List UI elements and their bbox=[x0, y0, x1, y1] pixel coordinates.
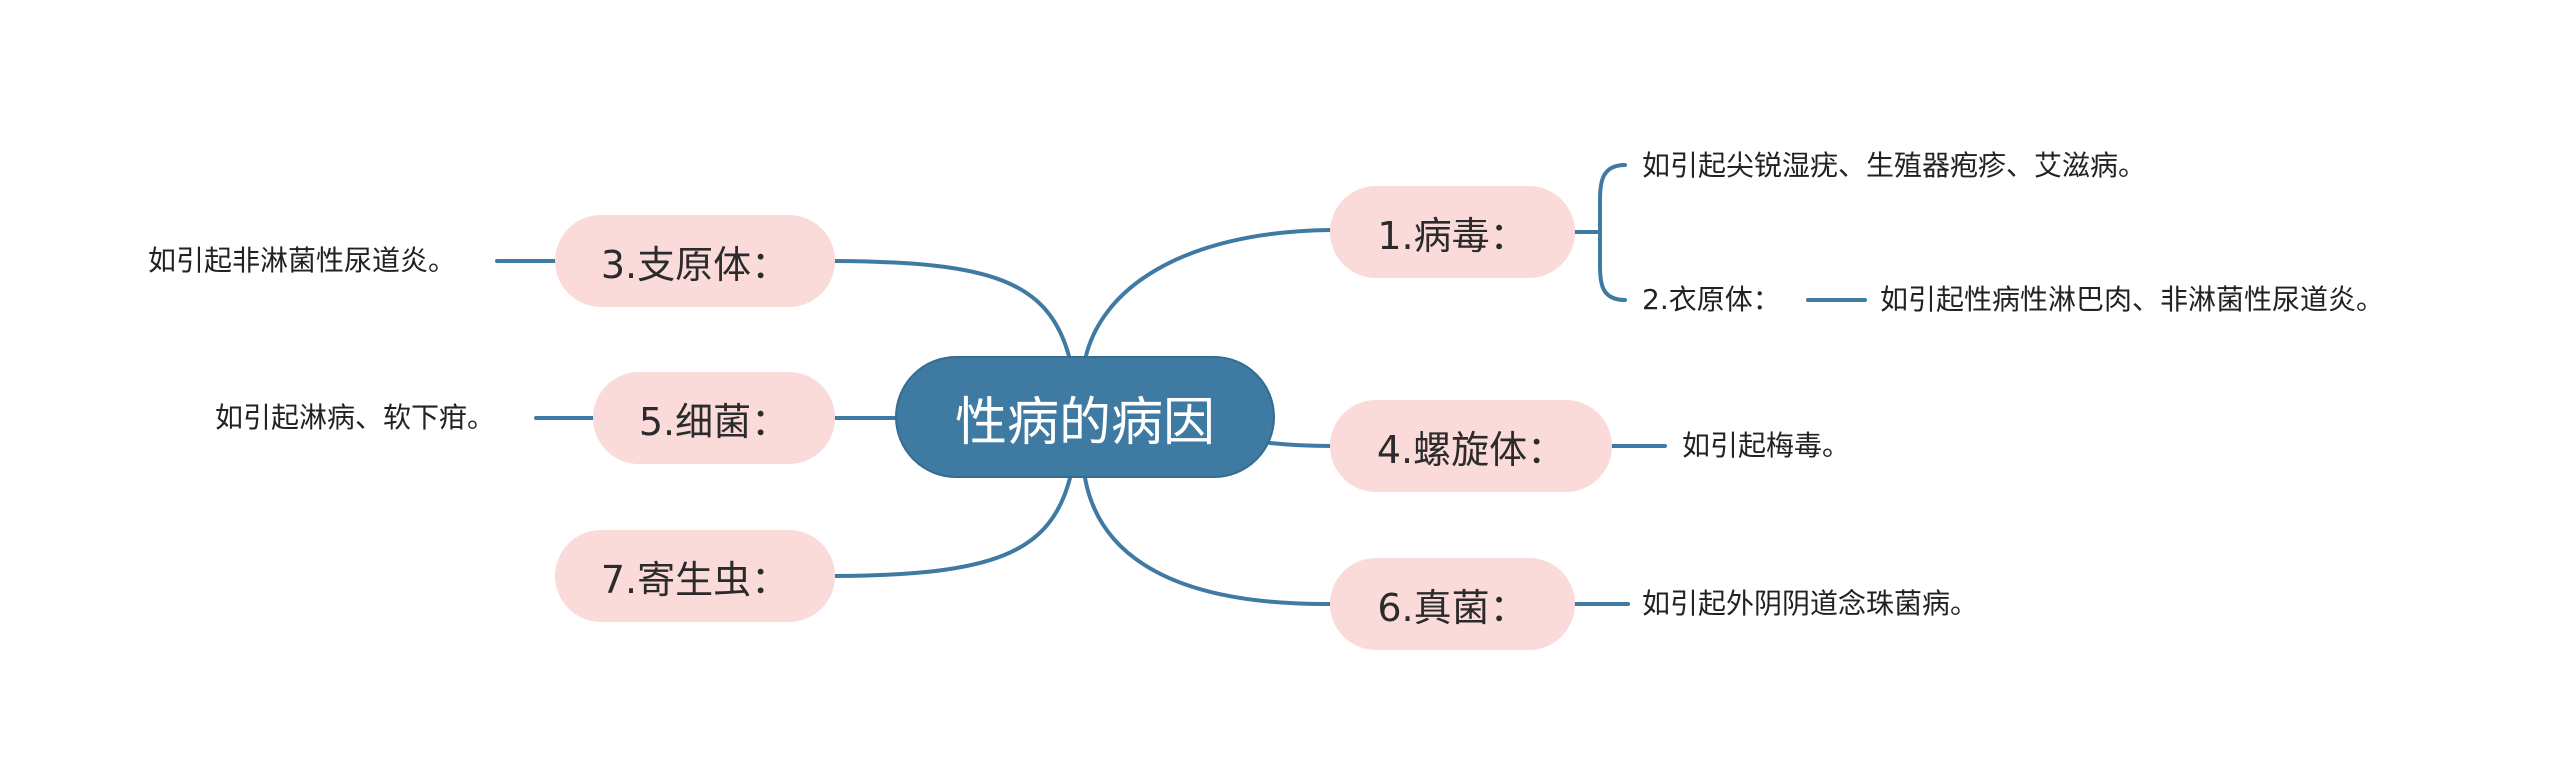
mycoplasma-note: 如引起非淋菌性尿道炎。 bbox=[148, 244, 457, 277]
spirochete-note: 如引起梅毒。 bbox=[1682, 429, 1851, 462]
virus-bracket bbox=[1598, 163, 1627, 302]
connector-parasite bbox=[833, 476, 1072, 578]
connector-fungus bbox=[1083, 476, 1332, 607]
center-node[interactable]: 性病的病因 bbox=[895, 356, 1275, 478]
branch-bacteria[interactable]: 5.细菌： bbox=[593, 372, 835, 464]
connector-spirochete bbox=[1268, 441, 1332, 448]
branch-mycoplasma[interactable]: 3.支原体： bbox=[555, 215, 835, 307]
branch-fungus[interactable]: 6.真菌： bbox=[1330, 558, 1575, 650]
branch-mycoplasma-label: 3.支原体： bbox=[600, 242, 790, 287]
virus-note: 如引起尖锐湿疣、生殖器疱疹、艾滋病。 bbox=[1642, 149, 2147, 182]
branch-parasite-label: 7.寄生虫： bbox=[600, 557, 790, 602]
branch-spirochete-label: 4.螺旋体： bbox=[1376, 427, 1566, 472]
branch-bacteria-label: 5.细菌： bbox=[638, 399, 790, 444]
branch-virus-label: 1.病毒： bbox=[1377, 213, 1528, 258]
chlamydia-note: 如引起性病性淋巴肉、非淋菌性尿道炎。 bbox=[1880, 283, 2385, 316]
fungus-note: 如引起外阴阴道念珠菌病。 bbox=[1642, 587, 1979, 620]
branch-fungus-label: 6.真菌： bbox=[1377, 585, 1528, 630]
chlamydia-label: 2.衣原体： bbox=[1642, 283, 1781, 316]
branch-spirochete[interactable]: 4.螺旋体： bbox=[1330, 400, 1612, 492]
connector-virus bbox=[1083, 228, 1332, 362]
bacteria-note: 如引起淋病、软下疳。 bbox=[215, 401, 496, 434]
branch-parasite[interactable]: 7.寄生虫： bbox=[555, 530, 835, 622]
center-node-label: 性病的病因 bbox=[954, 392, 1215, 453]
connector-mycoplasma bbox=[833, 259, 1072, 362]
branch-virus[interactable]: 1.病毒： bbox=[1330, 186, 1575, 278]
